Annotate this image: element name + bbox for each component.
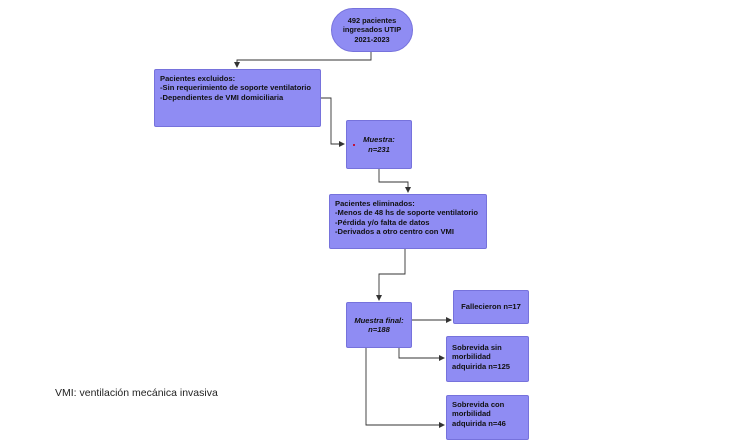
- eliminated-title: Pacientes eliminados:: [335, 199, 415, 208]
- excluded-patients-node: Pacientes excluidos: -Sin requerimiento …: [154, 69, 321, 127]
- sobrevida-sin-line-3: adquirida n=125: [452, 361, 511, 371]
- sobrevida-sin-line-1: Sobrevida sin: [452, 343, 502, 352]
- eliminated-item-3: -Derivados a otro centro con VMI: [335, 227, 454, 237]
- muestra-value: n=231: [368, 144, 390, 154]
- arrow-eliminated-to-final: [376, 249, 406, 301]
- fallecieron-node: Fallecieron n=17: [453, 290, 529, 324]
- start-line-1: 492 pacientes: [347, 16, 397, 26]
- start-line-3: 2021-2023: [354, 34, 390, 44]
- eliminated-item-1: -Menos de 48 hs de soporte ventilatorio: [335, 208, 479, 218]
- sobrevida-con-node: Sobrevida con morbilidad adquirida n=46: [446, 395, 529, 440]
- marker-dot: [353, 144, 355, 146]
- sobrevida-con-line-2: morbilidad: [452, 409, 491, 419]
- sobrevida-sin-node: Sobrevida sin morbilidad adquirida n=125: [446, 336, 529, 382]
- footnote: VMI: ventilación mecánica invasiva: [55, 387, 218, 399]
- excluded-item-2: -Dependientes de VMI domiciliaria: [160, 92, 284, 102]
- arrow-final-to-sobrevida-con: [365, 348, 445, 428]
- eliminated-item-2: -Pérdida y/o falta de datos: [335, 217, 430, 227]
- eliminated-patients-node: Pacientes eliminados: -Menos de 48 hs de…: [329, 194, 487, 249]
- excluded-item-1: -Sin requerimiento de soporte ventilator…: [160, 83, 312, 93]
- sobrevida-sin-line-2: morbilidad: [452, 352, 491, 362]
- final-label: Muestra final:: [354, 315, 404, 325]
- arrow-excluded-to-muestra: [321, 97, 345, 147]
- sobrevida-con-line-3: adquirida n=46: [452, 418, 506, 428]
- sobrevida-con-line-1: Sobrevida con: [452, 400, 505, 409]
- start-node: 492 pacientes ingresados UTIP 2021-2023: [331, 8, 413, 52]
- start-line-2: ingresados UTIP: [342, 25, 402, 35]
- muestra-label: Muestra:: [363, 135, 395, 145]
- final-value: n=188: [368, 325, 390, 334]
- arrow-start-to-excluded: [234, 52, 372, 68]
- excluded-title: Pacientes excluidos:: [160, 74, 236, 83]
- arrow-final-to-sobrevida-sin: [398, 348, 445, 361]
- final-sample-node: Muestra final: n=188: [346, 302, 412, 348]
- arrow-muestra-to-eliminated: [378, 169, 411, 193]
- fallecieron-label: Fallecieron n=17: [461, 302, 521, 312]
- muestra-node: Muestra: n=231: [346, 120, 412, 169]
